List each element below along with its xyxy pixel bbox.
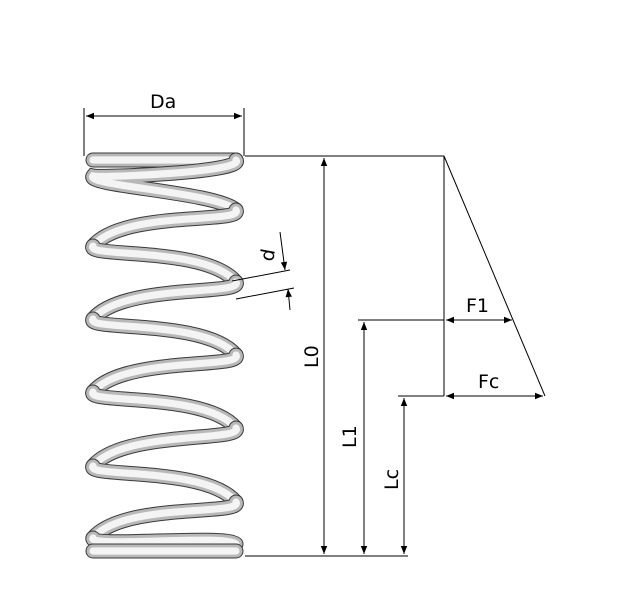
d-arrow-top	[279, 231, 288, 271]
l0-dimension: L0	[301, 158, 328, 554]
force-diagram: F1 Fc	[443, 155, 546, 400]
spring-coil-strand-2a-highlight	[89, 278, 240, 323]
spring-coil-strand-5a-highlight	[89, 498, 240, 542]
lc-label: Lc	[381, 469, 403, 490]
d-extension-top	[231, 269, 291, 282]
d-arrow-bottom	[285, 288, 292, 311]
d-dimension: d	[231, 231, 295, 311]
lc-dimension: Lc	[381, 395, 444, 554]
force-characteristic-line	[443, 155, 546, 397]
spring-coil	[85, 152, 244, 559]
spring-coil-strand-4a-highlight	[89, 424, 240, 470]
spring-coil-strand-3a-highlight	[89, 351, 240, 396]
spring-coil-strand-1a-highlight	[89, 206, 240, 250]
d-extension-bottom	[235, 287, 295, 300]
da-label: Da	[150, 91, 176, 113]
l0-label: L0	[301, 345, 323, 368]
spring-top-transition-coil-highlight	[89, 156, 240, 214]
da-dimension: Da	[83, 91, 245, 156]
spring-coil-strand-3b-highlight	[89, 388, 240, 432]
fc-label: Fc	[478, 371, 499, 393]
l1-label: L1	[339, 425, 361, 448]
spring-coil-strand-4b-highlight	[89, 462, 240, 506]
spring-coil-strand-2b-highlight	[89, 315, 240, 359]
spring-coil-strand-1b-highlight	[89, 242, 240, 286]
d-label: d	[256, 247, 280, 263]
l1-dimension: L1	[339, 319, 444, 554]
f1-label: F1	[466, 295, 489, 317]
spring-bottom-transition-coil-highlight	[89, 534, 240, 548]
